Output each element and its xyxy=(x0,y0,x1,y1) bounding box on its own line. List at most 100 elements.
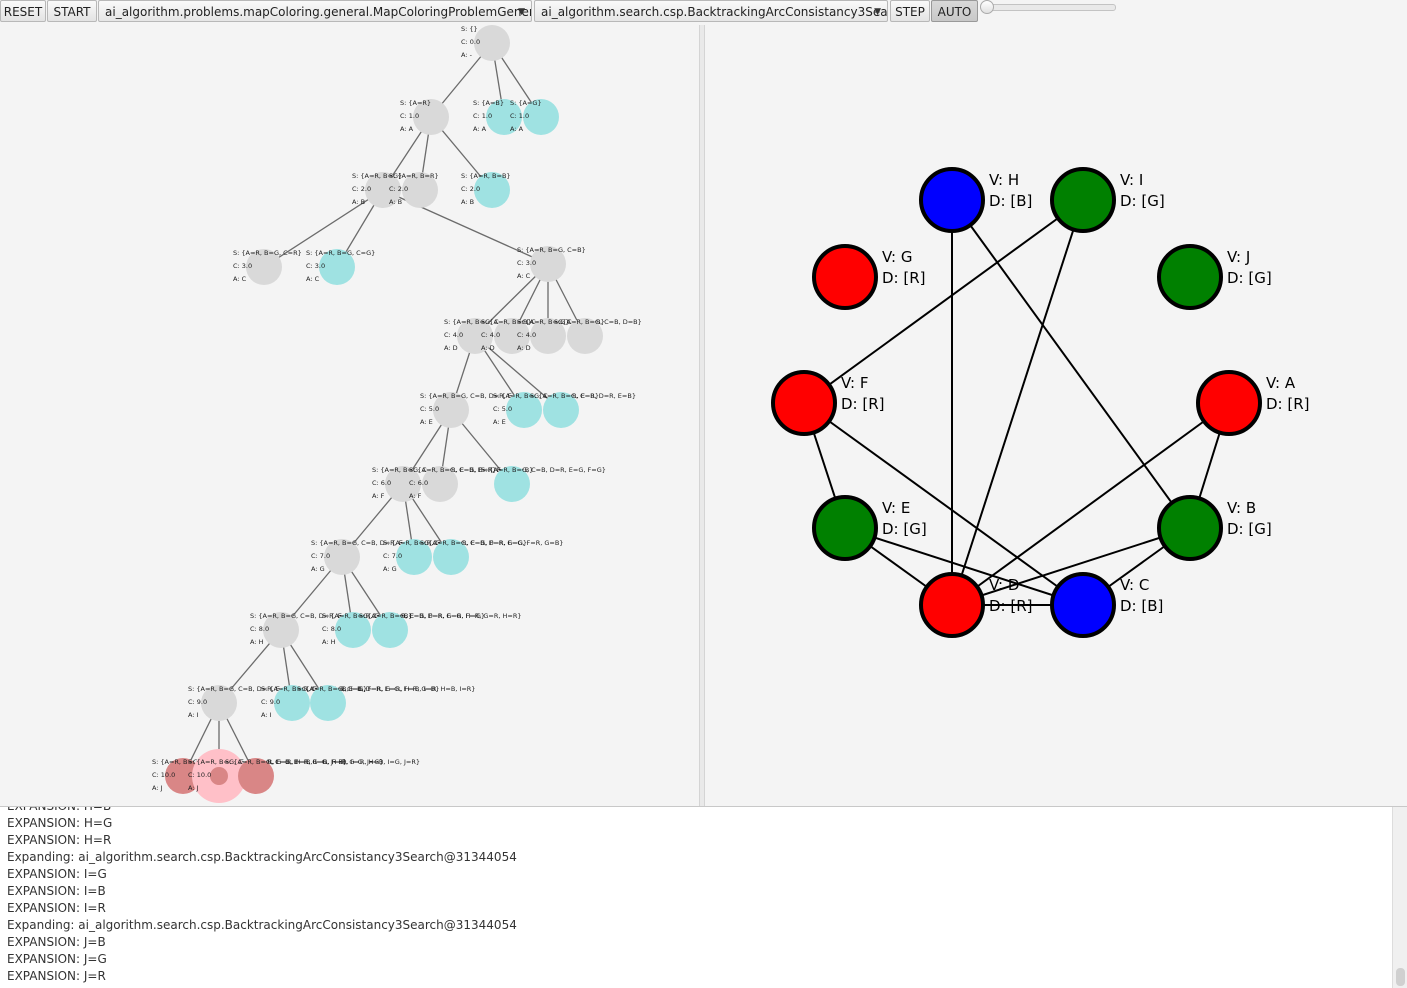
problem-select-value: ai_algorithm.problems.mapColoring.genera… xyxy=(105,5,532,19)
tree-node[interactable]: S: {A=R, B=G}C: 2.0A: B xyxy=(352,172,402,208)
tree-node[interactable]: S: {A=R, B=G, C=B, D=B} xyxy=(554,318,642,354)
tree-node-circle xyxy=(474,25,510,61)
tree-node[interactable]: S: {A=R, B=G, C=B, D=R, E=G, F=R, G=R, H… xyxy=(188,685,367,721)
graph-vertex-label: V: F xyxy=(841,374,869,392)
tree-node-state: S: {A=G} xyxy=(510,99,542,107)
log-scrollbar-thumb[interactable] xyxy=(1396,968,1405,986)
auto-toggle-button[interactable]: AUTO xyxy=(931,0,978,22)
constraint-edge xyxy=(951,199,1084,606)
speed-slider-thumb[interactable] xyxy=(980,0,994,14)
step-button[interactable]: STEP xyxy=(890,0,930,22)
tree-node[interactable]: S: {A=R, B=G, C=B, D=R, E=G, F=R, G=R, H… xyxy=(261,685,439,721)
tree-node-state: S: {A=R, B=G, C=B, D=R, E=G, F=G} xyxy=(481,466,606,474)
log-line: EXPANSION: J=R xyxy=(7,969,106,983)
start-button[interactable]: START xyxy=(47,0,97,22)
tree-node[interactable]: S: {A=R, B=G, C=B, D=R, E=G, F=R, G=R, H… xyxy=(359,612,521,648)
tree-node-cost: C: 6.0 xyxy=(372,479,391,487)
graph-vertex[interactable]: V: HD: [B] xyxy=(919,167,1032,233)
log-scrollbar[interactable] xyxy=(1392,807,1407,988)
tree-node-state: S: {A=R, B=G, C=B, D=G} xyxy=(481,318,569,326)
tree-node[interactable]: S: {A=B}C: 1.0A: A xyxy=(473,99,522,135)
tree-node-state: S: {A=R, B=G, C=B, D=R, E=G, F=R, G=R, H… xyxy=(188,758,384,766)
graph-vertex-label: V: G xyxy=(882,248,912,266)
graph-vertex[interactable]: V: BD: [G] xyxy=(1157,495,1272,561)
tree-node-circle xyxy=(422,466,458,502)
tree-node-state: S: {A=B} xyxy=(473,99,504,107)
problem-select[interactable]: ai_algorithm.problems.mapColoring.genera… xyxy=(98,0,532,22)
tree-node[interactable]: S: {A=R, B=G, C=B, D=G}C: 4.0A: D xyxy=(481,318,569,354)
graph-vertex[interactable]: V: DD: [R] xyxy=(919,572,1033,638)
graph-vertex-domain: D: [R] xyxy=(841,395,885,413)
constraint-edge xyxy=(951,199,1191,529)
tree-node[interactable]: S: {A=R, B=G, C=B, D=R, E=B} xyxy=(530,392,636,428)
tree-node-state: S: {A=R, B=G, C=B, D=R, E=G, F=B} xyxy=(409,466,533,474)
tree-node-state: S: {} xyxy=(461,25,478,33)
graph-vertex-domain: D: [G] xyxy=(1120,192,1165,210)
tree-node[interactable]: S: {} C: 0.0 A: - xyxy=(461,25,510,61)
log-line: EXPANSION: I=B xyxy=(7,884,106,898)
tree-node[interactable]: S: {A=R, B=G, C=B, D=R, E=G, F=G} xyxy=(481,466,606,502)
tree-node[interactable]: S: {A=R, B=G, C=B, D=R, E=G, F=R, G=B} xyxy=(420,539,563,575)
graph-vertex[interactable]: V: F D: [R] xyxy=(771,370,885,436)
graph-vertex[interactable]: V: AD: [R] xyxy=(1196,370,1310,436)
tree-node[interactable]: S: {A=R, B=G, C=B, D=R, E=R}C: 5.0A: E xyxy=(493,392,599,428)
tree-node-circle xyxy=(210,767,228,785)
tree-node[interactable]: S: {A=R, B=G, C=B}C: 3.0A: C xyxy=(517,246,586,282)
tree-node-action: A: - xyxy=(461,51,473,59)
graph-vertex-domain: D: [G] xyxy=(1227,269,1272,287)
graph-vertex-label: V: J xyxy=(1227,248,1250,266)
constraint-edge xyxy=(951,527,1191,606)
log-line: EXPANSION: I=R xyxy=(7,901,106,915)
tree-node[interactable]: S: {A=R, B=G, C=B, D=R, E=G, F=B}C: 6.0A… xyxy=(409,466,533,502)
tree-node-circle xyxy=(530,318,566,354)
tree-node-circle xyxy=(201,685,237,721)
tree-node-circle xyxy=(433,539,469,575)
tree-node[interactable]: S: {A=R, B=G, C=G}C: 3.0A: C xyxy=(306,249,375,285)
tree-node[interactable]: S: {A=R, B=B}C: 2.0A: B xyxy=(461,172,511,208)
search-select[interactable]: ai_algorithm.search.csp.BacktrackingArcC… xyxy=(534,0,888,22)
tree-node-state: S: {A=R, B=G, C=B} xyxy=(517,246,586,254)
tree-node-state: S: {A=R, B=G, C=B, D=R, E=G, F=R, G=R, H… xyxy=(188,685,367,693)
graph-vertex[interactable]: V: J D: [G] xyxy=(1157,244,1272,310)
tree-node[interactable]: S: {A=R, B=G, C=B, D=B}C: 4.0A: D xyxy=(517,318,605,354)
tree-node[interactable]: S: {A=R}C: 1.0A: A xyxy=(400,99,449,135)
tree-node-cost: C: 4.0 xyxy=(481,331,500,339)
tree-node[interactable]: S: {A=R, B=G, C=B, D=R, E=G, F=R, G=R, H… xyxy=(322,612,485,648)
tree-node-cost: C: 1.0 xyxy=(510,112,529,120)
graph-vertex-label: V: D xyxy=(989,576,1019,594)
tree-node[interactable]: S: {A=R, B=G, C=B, D=R, E=G, F=R, G=R, H… xyxy=(297,685,475,721)
graph-vertex[interactable]: V: ED: [G] xyxy=(812,495,927,561)
tree-node[interactable]: S: {A=R, B=G, C=B, D=R, E=G, F=R, G=R}C:… xyxy=(311,539,455,575)
tree-node-cost: C: 7.0 xyxy=(311,552,330,560)
tree-node-cost: C: 10.0 xyxy=(188,771,211,779)
tree-node[interactable]: S: {A=R, B=G, C=B, D=R, E=G, F=R, G=R, H… xyxy=(188,749,384,803)
tree-node[interactable]: S: {A=R, B=G, C=R}C: 3.0A: C xyxy=(233,249,302,285)
graph-vertex[interactable]: V: CD: [B] xyxy=(1050,572,1163,638)
log-lines: EXPANSION: H=B EXPANSION: H=G EXPANSION:… xyxy=(7,807,517,985)
tree-node[interactable]: S: {A=R, B=R}C: 2.0A: B xyxy=(389,172,439,208)
tree-node[interactable]: S: {A=R, B=G, C=B, D=R, E=G, F=R, G=R, H… xyxy=(225,758,420,794)
speed-slider-track[interactable] xyxy=(984,4,1116,11)
log-console[interactable]: EXPANSION: H=B EXPANSION: H=G EXPANSION:… xyxy=(0,806,1407,988)
tree-node[interactable]: S: {A=R, B=G, C=B, D=R, E=G, F=R, G=R, H… xyxy=(250,612,412,648)
reset-button[interactable]: RESET xyxy=(0,0,46,22)
tree-node-cost: C: 0.0 xyxy=(461,38,480,46)
tree-node-cost: C: 2.0 xyxy=(352,185,371,193)
graph-vertex[interactable]: V: ID: [G] xyxy=(1050,167,1165,233)
tree-node-circle xyxy=(274,685,310,721)
tree-node-cost: C: 4.0 xyxy=(517,331,536,339)
tree-node[interactable]: S: {A=R, B=G, C=B, D=R}C: 4.0A: D xyxy=(444,318,532,354)
tree-node[interactable]: S: {A=G}C: 1.0A: A xyxy=(510,99,559,135)
tree-node-action: A: H xyxy=(322,638,336,646)
split-pane-divider[interactable] xyxy=(699,25,705,806)
log-line: Expanding: ai_algorithm.search.csp.Backt… xyxy=(7,918,517,932)
tree-node-circle xyxy=(457,318,493,354)
tree-node-state: S: {A=R} xyxy=(400,99,431,107)
tree-node-circle xyxy=(494,318,530,354)
tree-node-state: S: {A=R, B=G, C=R} xyxy=(233,249,302,257)
tree-node-cost: C: 7.0 xyxy=(383,552,402,560)
graph-vertex[interactable]: V: GD: [R] xyxy=(812,244,926,310)
tree-node[interactable]: S: {A=R, B=G, C=B, D=R, E=G}C: 5.0A: E xyxy=(420,392,527,428)
